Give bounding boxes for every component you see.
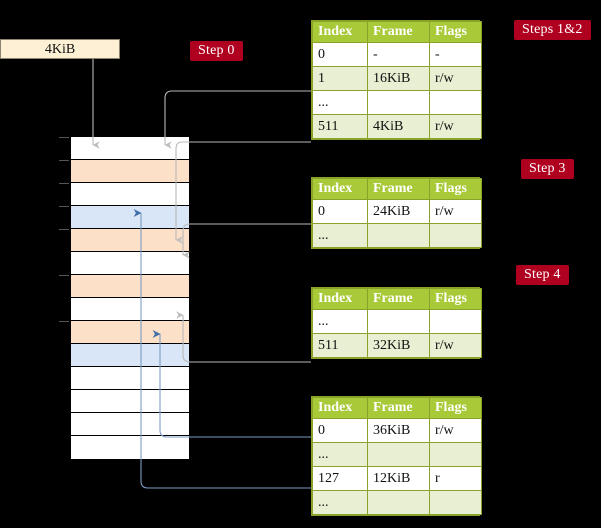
cell-index: ... (312, 309, 368, 334)
column-header-index: Index (312, 288, 368, 310)
column-header-flags: Flags (429, 178, 482, 200)
physical-memory-grid (59, 136, 190, 459)
cell-flags: r/w (429, 418, 482, 443)
memory-frame-row (71, 229, 189, 252)
memory-frame-row (71, 275, 189, 298)
memory-frame-row (71, 252, 189, 275)
cell-index: ... (312, 223, 368, 248)
cell-index: 0 (312, 42, 368, 67)
source-frame-box: 4KiB (0, 39, 120, 59)
table-row: ... (312, 90, 482, 115)
badge-step-4: Step 4 (516, 265, 569, 285)
frame-tick-mark (59, 160, 69, 161)
badge-step-0: Step 0 (190, 41, 243, 61)
column-header-flags: Flags (429, 397, 482, 419)
cell-frame (367, 442, 430, 467)
cell-index: 511 (312, 114, 368, 139)
memory-frame-row (71, 298, 189, 321)
memory-frame-row (71, 321, 189, 344)
cell-flags (429, 90, 482, 115)
cell-flags: r/w (429, 333, 482, 358)
column-header-frame: Frame (367, 21, 430, 43)
frame-tick-mark (59, 137, 69, 138)
memory-frame-row (71, 183, 189, 206)
source-frame-label: 4KiB (44, 42, 76, 57)
frame-tick-mark (59, 183, 69, 184)
cell-frame: 32KiB (367, 333, 430, 358)
cell-flags: r/w (429, 114, 482, 139)
table-row: ... (312, 442, 482, 467)
cell-frame: 24KiB (367, 199, 430, 224)
memory-frame-row (71, 413, 189, 436)
column-header-flags: Flags (429, 288, 482, 310)
memory-frame-row (71, 367, 189, 390)
cell-flags (429, 309, 482, 334)
cell-frame (367, 223, 430, 248)
cell-frame: 16KiB (367, 66, 430, 91)
cell-index: 1 (312, 66, 368, 91)
cell-index: 0 (312, 418, 368, 443)
badge-steps-1-2: Steps 1&2 (514, 20, 591, 40)
cell-index: 0 (312, 199, 368, 224)
frame-tick-mark (59, 321, 69, 322)
cell-flags: r (429, 466, 482, 491)
cell-flags (429, 490, 482, 515)
cell-frame: 4KiB (367, 114, 430, 139)
cell-frame (367, 490, 430, 515)
badge-step-3: Step 3 (521, 159, 574, 179)
cell-flags (429, 223, 482, 248)
cell-frame (367, 90, 430, 115)
memory-frame-row (71, 436, 189, 459)
memory-frame-row (71, 206, 189, 229)
table-row: ... (312, 490, 482, 515)
column-header-index: Index (312, 397, 368, 419)
cell-index: 511 (312, 333, 368, 358)
table-row: 0-- (312, 42, 482, 67)
column-header-index: Index (312, 178, 368, 200)
cell-frame: 12KiB (367, 466, 430, 491)
frame-tick-mark (59, 275, 69, 276)
frame-tick-mark (59, 206, 69, 207)
cell-frame: - (367, 42, 430, 67)
memory-frame-row (71, 390, 189, 413)
cell-index: 127 (312, 466, 368, 491)
cell-index: ... (312, 490, 368, 515)
frame-tick-mark (59, 229, 69, 230)
cell-flags (429, 442, 482, 467)
table-row: ... (312, 309, 482, 334)
column-header-frame: Frame (367, 288, 430, 310)
cell-flags: r/w (429, 199, 482, 224)
cell-flags: r/w (429, 66, 482, 91)
memory-frame-row (71, 344, 189, 367)
column-header-frame: Frame (367, 178, 430, 200)
column-header-index: Index (312, 21, 368, 43)
cell-index: ... (312, 442, 368, 467)
cell-index: ... (312, 90, 368, 115)
cell-frame (367, 309, 430, 334)
memory-frame-row (71, 137, 189, 160)
column-header-flags: Flags (429, 21, 482, 43)
column-header-frame: Frame (367, 397, 430, 419)
table-row: ... (312, 223, 482, 248)
cell-flags: - (429, 42, 482, 67)
cell-frame: 36KiB (367, 418, 430, 443)
memory-frame-row (71, 160, 189, 183)
